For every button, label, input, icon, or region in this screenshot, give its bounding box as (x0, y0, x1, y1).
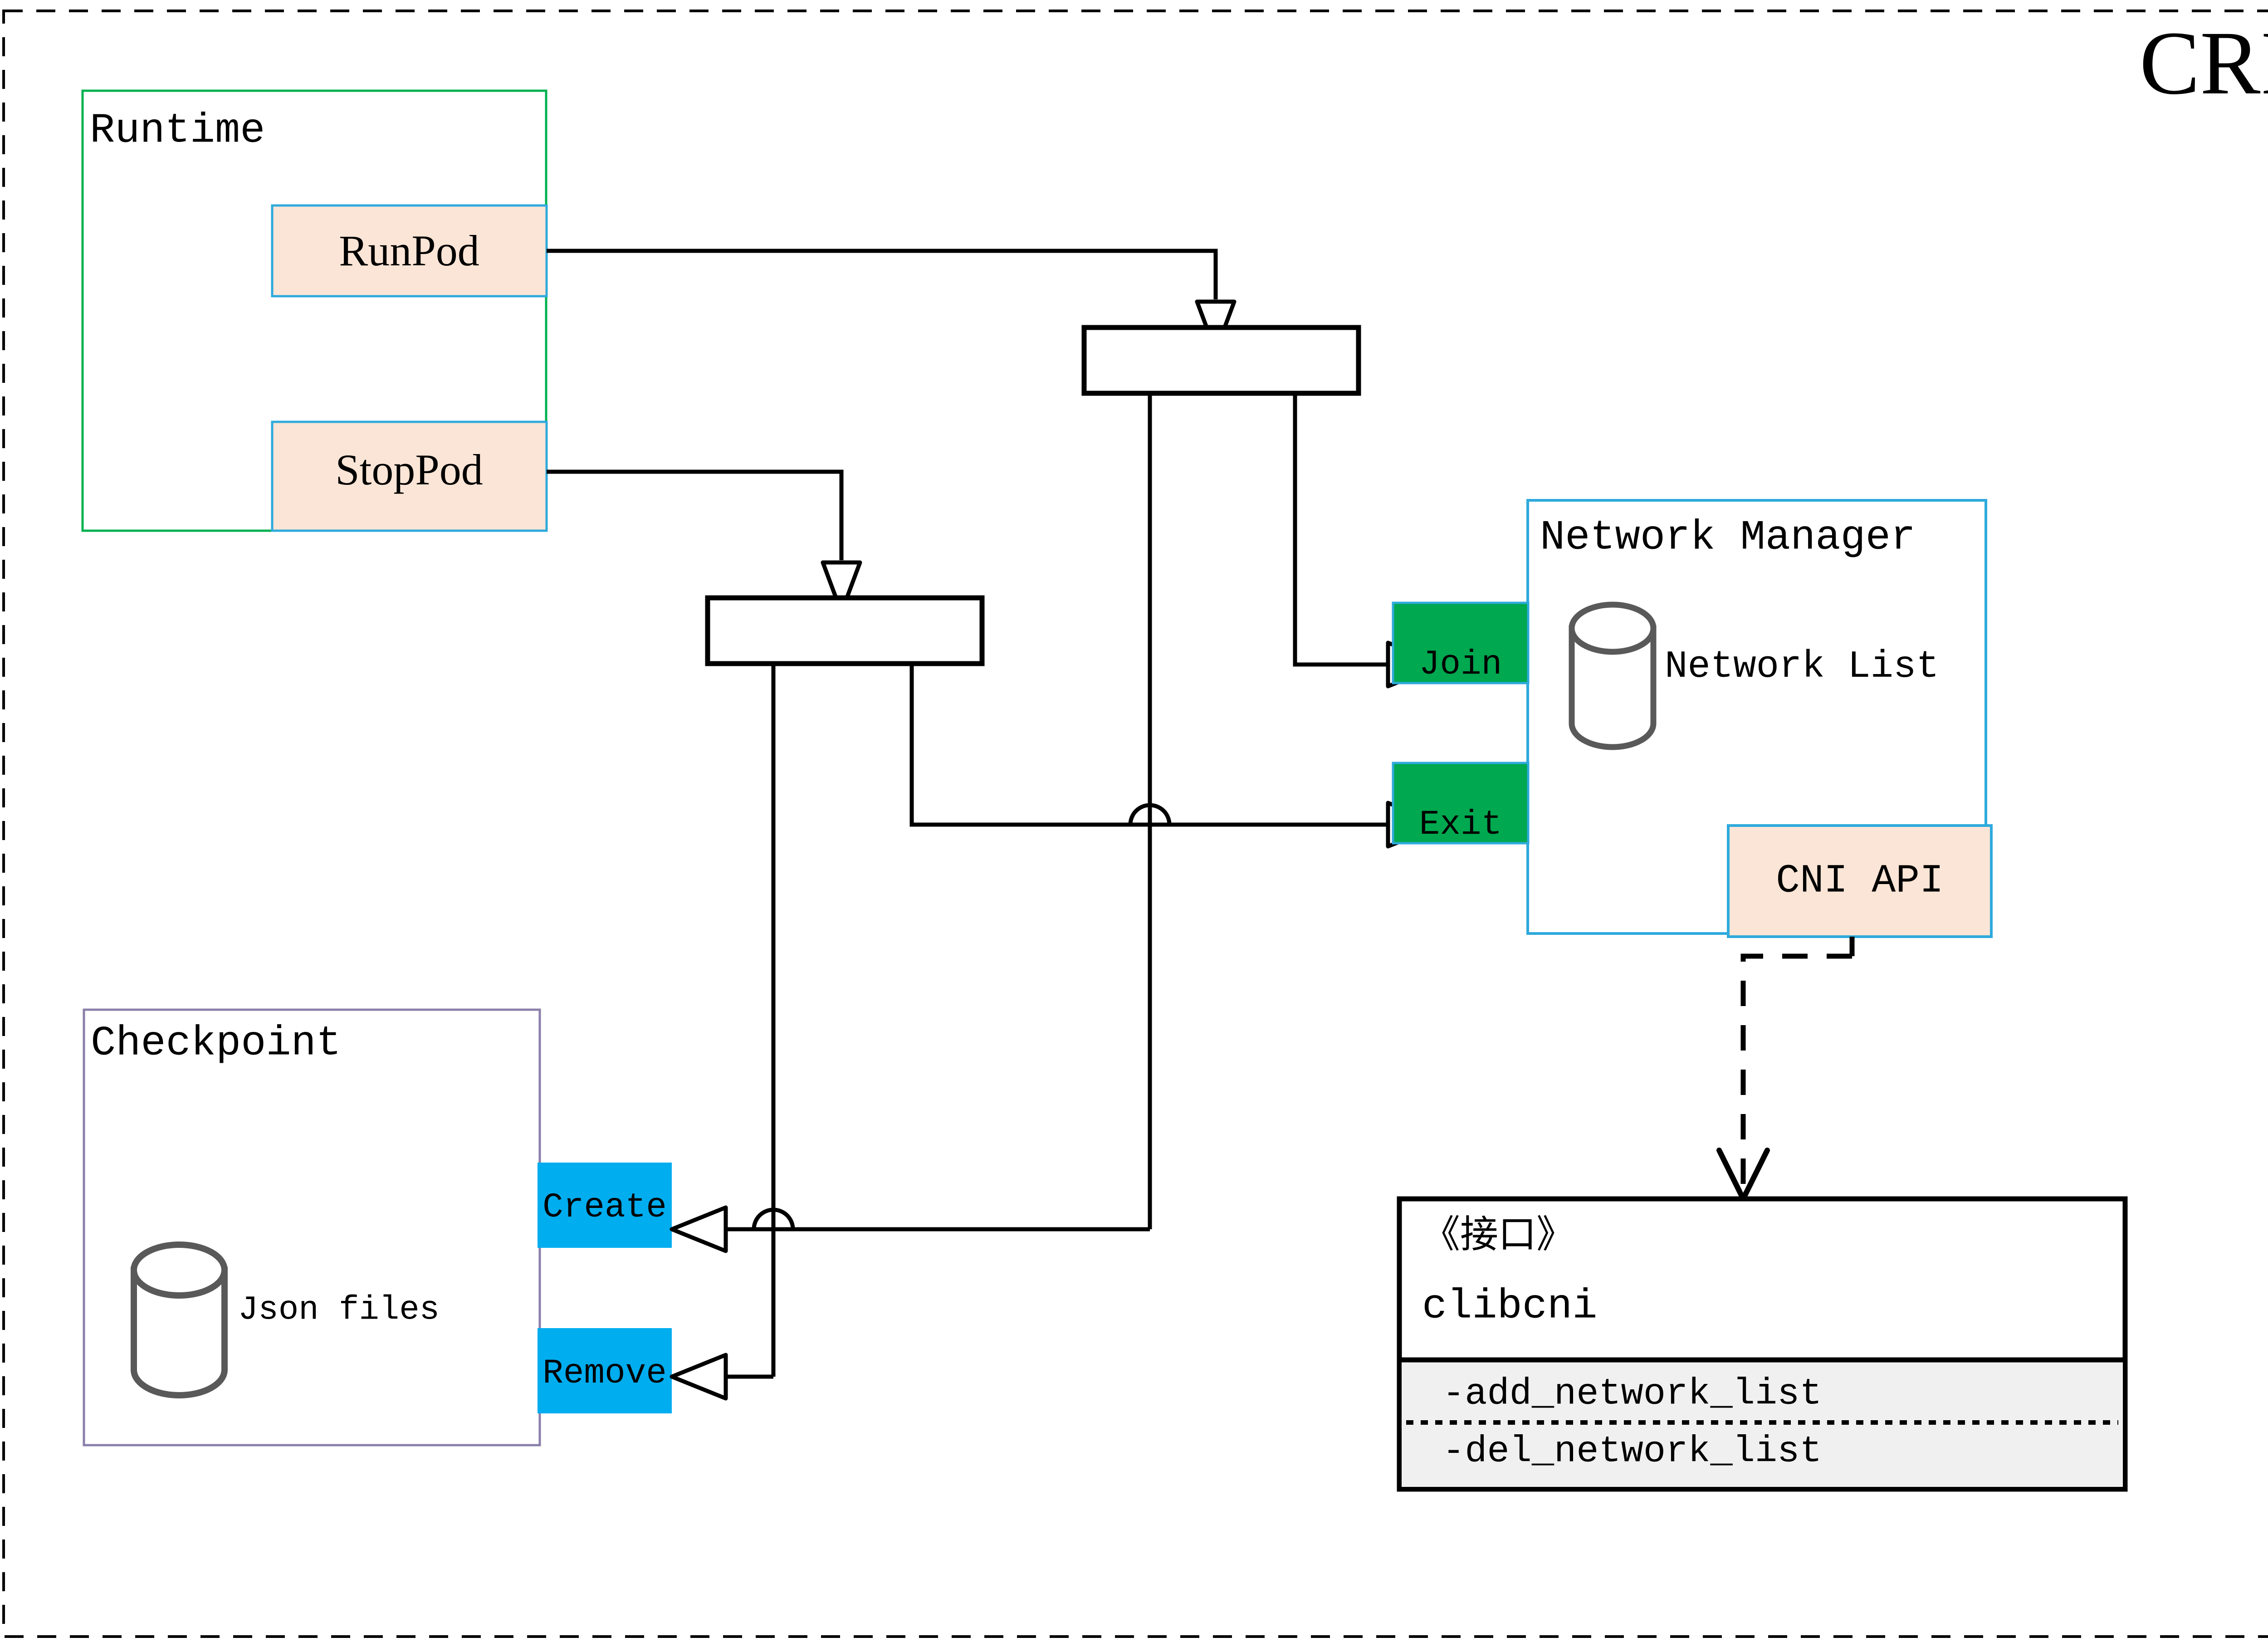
stoppod-label: StopPod (335, 445, 483, 494)
arrowhead-remove (670, 1353, 728, 1401)
remove-op-box[interactable] (538, 1328, 672, 1413)
outer-dashed-frame (2, 10, 2268, 1638)
edge-runpod-to-merge-top (547, 249, 1218, 299)
create-op-box[interactable] (538, 1163, 672, 1248)
network-list-label: Network List (1665, 645, 1939, 689)
exit-port-label: Exit (1419, 805, 1502, 844)
edge-merge-top-right-leg (1293, 393, 1388, 667)
cni-api-box[interactable] (1727, 824, 1993, 938)
page-title: CRI (2140, 13, 2268, 113)
edge-cni-api-to-clibcni (1740, 953, 1852, 1184)
edge-stoppod-to-merge-mid (547, 469, 844, 560)
clibcni-method-0: -add_network_list (1442, 1373, 1822, 1415)
clibcni-name: clibcni (1422, 1282, 1597, 1330)
arrowhead-create (670, 1205, 728, 1253)
remove-op-label: Remove (543, 1354, 667, 1393)
edge-merge-mid-right-leg (909, 664, 1388, 827)
stoppod-box[interactable] (271, 420, 548, 532)
clibcni-method-1: -del_network_list (1442, 1431, 1822, 1473)
database-cylinder-icon-json-files (131, 1241, 228, 1398)
json-files-label: Json files (238, 1291, 440, 1329)
network-manager-label: Network Manager (1540, 513, 1916, 561)
cni-api-label: CNI API (1776, 859, 1944, 904)
line-hop-create-crossing (752, 1207, 795, 1230)
database-cylinder-icon-network-list (1569, 601, 1657, 750)
arrowhead-merge-mid (821, 560, 862, 615)
runpod-label: RunPod (339, 226, 479, 275)
exit-port-box[interactable] (1392, 762, 1530, 845)
runtime-group-label: Runtime (90, 107, 265, 154)
create-op-label: Create (543, 1188, 667, 1227)
join-port-label: Join (1419, 645, 1502, 684)
clibcni-stereotype: 《接口》 (1422, 1215, 1574, 1259)
line-hop-exit-crossing (1128, 803, 1172, 825)
join-port-box[interactable] (1392, 601, 1530, 684)
merge-bar-top (1081, 325, 1361, 396)
checkpoint-group-label: Checkpoint (91, 1019, 341, 1067)
merge-bar-middle (705, 595, 985, 666)
